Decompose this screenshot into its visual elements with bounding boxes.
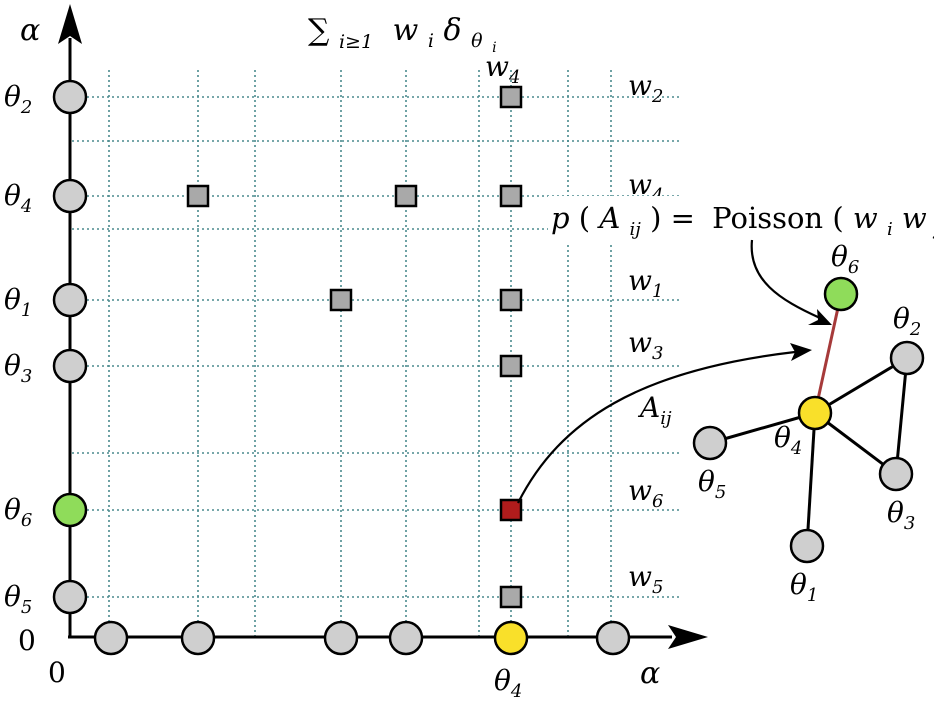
formula-poisson: Poisson [712, 201, 823, 235]
w-subscript: i [428, 30, 434, 52]
x-node [323, 620, 359, 656]
curved-arrow-formula [750, 239, 821, 320]
formula-rparen-eq: ) = [650, 201, 695, 235]
formula-wi: w [853, 201, 878, 235]
atom-square [186, 184, 210, 208]
formula-lparen: ( [579, 201, 590, 235]
y-node-theta2 [52, 79, 88, 115]
graph-edge-theta4-theta2 [814, 356, 908, 415]
graph-node-theta3 [878, 456, 914, 492]
graph-label-theta4: θ4 [774, 421, 802, 459]
weight-label-w1: w1 [628, 264, 663, 302]
graph-nodes [692, 276, 925, 564]
y-label-theta3: θ3 [4, 349, 32, 387]
formula-wj: w [902, 201, 927, 235]
y-axis-label: α [20, 13, 40, 48]
graph-label-theta5: θ5 [698, 465, 726, 503]
delta-symbol: δ [443, 13, 461, 48]
x-label-theta4: θ4 [494, 664, 522, 702]
weight-labels: w4 w2 w4 w1 w3 w6 w5 [485, 50, 663, 598]
atom-square [499, 288, 523, 312]
graph-label-theta1: θ1 [790, 568, 818, 606]
x-axis-label: α [640, 656, 660, 691]
graph-edge-theta4-theta1 [805, 412, 817, 547]
curved-arrow-formula-head [808, 309, 832, 325]
atom-square [499, 585, 523, 609]
y-node-theta1 [52, 282, 88, 318]
atom-square [499, 184, 523, 208]
graph-label-theta6: θ6 [831, 240, 859, 278]
graph-node-labels: θ6 θ2 θ4 θ5 θ3 θ1 [698, 240, 921, 606]
graph-node-theta2 [889, 340, 925, 376]
x-node [180, 620, 216, 656]
y-node-theta4 [52, 178, 88, 214]
formula-background [548, 196, 932, 242]
origin-x-label: 0 [48, 656, 66, 689]
atom-square [329, 288, 353, 312]
sum-subscript: i≥1 [339, 31, 373, 53]
curved-arrow-aij [517, 350, 796, 504]
x-axis-arrowhead [668, 625, 708, 649]
formula-A-sub: ij [630, 219, 642, 240]
y-label-theta6: θ6 [4, 493, 32, 531]
graph-label-theta2: θ2 [893, 302, 921, 340]
x-node [595, 620, 631, 656]
y-node-theta3 [52, 348, 88, 384]
graph-node-theta4 [797, 395, 833, 431]
delta-subscript: θ [471, 30, 483, 52]
y-label-theta1: θ1 [4, 283, 32, 321]
origin-y-label: 0 [18, 624, 36, 657]
y-node-theta6 [52, 492, 88, 528]
weight-label-w6: w6 [628, 474, 663, 512]
atom-square-highlight [499, 498, 523, 522]
y-axis-labels: θ2 θ4 θ1 θ3 θ6 θ5 [4, 80, 32, 618]
x-node-theta4-highlight [493, 620, 529, 656]
y-label-theta5: θ5 [4, 580, 32, 618]
atom-square [499, 85, 523, 109]
x-node [93, 620, 129, 656]
sum-symbol: ∑ [308, 13, 330, 48]
y-axis-arrowhead [58, 4, 82, 44]
graph-node-theta5 [692, 425, 728, 461]
top-formula: ∑ i≥1 w i δ θ i [308, 13, 497, 56]
y-label-theta2: θ2 [4, 80, 32, 118]
y-label-theta4: θ4 [4, 179, 32, 217]
graph-edge-theta2-theta3 [894, 357, 909, 475]
formula-wi-sub: i [887, 219, 893, 240]
y-axis-nodes [52, 79, 88, 615]
formula-args-open: ( [832, 201, 843, 235]
axes [58, 4, 708, 649]
formula-A: A [596, 201, 620, 235]
edge-label-aij: Aij [637, 391, 672, 429]
graph-label-theta3: θ3 [887, 496, 915, 534]
weight-label-w3: w3 [628, 326, 663, 364]
atom-square [394, 184, 418, 208]
weight-label-w2: w2 [628, 69, 663, 107]
graph-node-theta6 [823, 276, 859, 312]
weight-label-w5: w5 [628, 560, 663, 598]
delta-subsubscript: i [492, 40, 496, 56]
atom-square [499, 354, 523, 378]
curved-arrow-aij-head [790, 343, 812, 361]
atom-squares [186, 85, 523, 609]
w-symbol: w [393, 13, 419, 48]
graph-node-theta1 [789, 528, 825, 564]
graph-edge-theta4-theta5 [709, 411, 816, 445]
x-node [388, 620, 424, 656]
formula-p: p [551, 201, 570, 235]
y-node-theta5 [52, 579, 88, 615]
x-axis-nodes [93, 620, 631, 656]
top-weight-label: w4 [485, 50, 520, 88]
graph-edge-theta4-theta6 [813, 293, 843, 414]
poisson-formula: p ( A ij ) = Poisson ( w i w j ) [551, 201, 934, 242]
grid-lines [72, 70, 682, 636]
